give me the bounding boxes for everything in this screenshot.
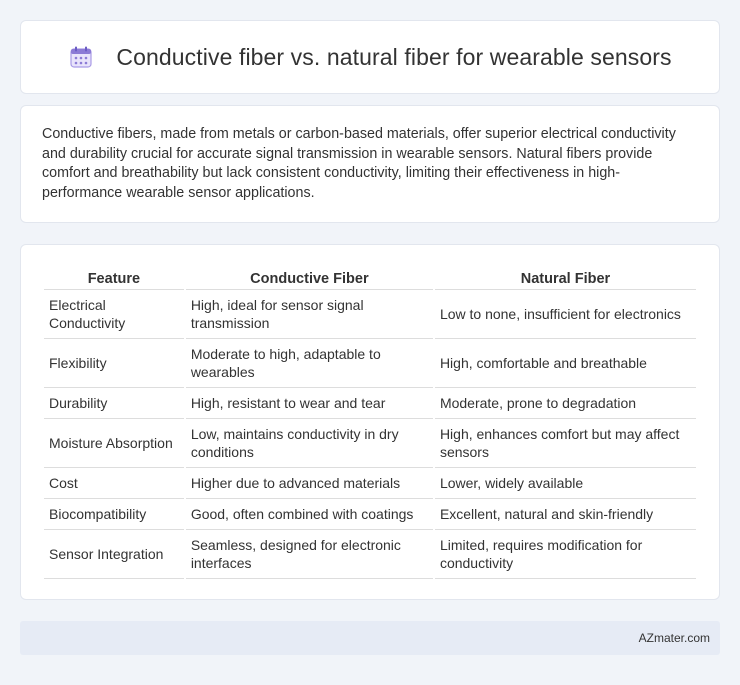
row-conductive: Higher due to advanced materials — [185, 468, 433, 499]
row-natural: Excellent, natural and skin-friendly — [434, 499, 696, 530]
row-conductive: High, ideal for sensor signal transmissi… — [185, 290, 433, 339]
table-row: Sensor Integration Seamless, designed fo… — [44, 530, 696, 579]
row-feature: Biocompatibility — [44, 499, 184, 530]
header-natural-fiber: Natural Fiber — [434, 265, 696, 290]
header-feature: Feature — [44, 265, 184, 290]
row-natural: Low to none, insufficient for electronic… — [434, 290, 696, 339]
row-conductive: Moderate to high, adaptable to wearables — [185, 339, 433, 388]
row-natural: High, enhances comfort but may affect se… — [434, 419, 696, 468]
header-card: Conductive fiber vs. natural fiber for w… — [20, 20, 720, 94]
row-natural: Lower, widely available — [434, 468, 696, 499]
row-natural: Limited, requires modification for condu… — [434, 530, 696, 579]
row-conductive: High, resistant to wear and tear — [185, 388, 433, 419]
footer-bar: AZmater.com — [20, 621, 720, 655]
summary-card: Conductive fibers, made from metals or c… — [20, 105, 720, 223]
footer-credit: AZmater.com — [638, 631, 710, 645]
row-feature: Flexibility — [44, 339, 184, 388]
row-conductive: Seamless, designed for electronic interf… — [185, 530, 433, 579]
calendar-icon — [70, 46, 92, 68]
table-row: Durability High, resistant to wear and t… — [44, 388, 696, 419]
row-feature: Electrical Conductivity — [44, 290, 184, 339]
table-header-row: Feature Conductive Fiber Natural Fiber — [44, 265, 696, 290]
row-feature: Cost — [44, 468, 184, 499]
row-natural: Moderate, prone to degradation — [434, 388, 696, 419]
table-row: Cost Higher due to advanced materials Lo… — [44, 468, 696, 499]
table-row: Moisture Absorption Low, maintains condu… — [44, 419, 696, 468]
row-natural: High, comfortable and breathable — [434, 339, 696, 388]
comparison-table: Feature Conductive Fiber Natural Fiber E… — [42, 265, 698, 579]
table-row: Electrical Conductivity High, ideal for … — [44, 290, 696, 339]
row-feature: Sensor Integration — [44, 530, 184, 579]
header-conductive-fiber: Conductive Fiber — [185, 265, 433, 290]
row-feature: Moisture Absorption — [44, 419, 184, 468]
table-row: Biocompatibility Good, often combined wi… — [44, 499, 696, 530]
summary-text: Conductive fibers, made from metals or c… — [42, 126, 676, 201]
table-row: Flexibility Moderate to high, adaptable … — [44, 339, 696, 388]
page-title: Conductive fiber vs. natural fiber for w… — [116, 43, 672, 70]
comparison-table-card: Feature Conductive Fiber Natural Fiber E… — [20, 244, 720, 600]
row-conductive: Low, maintains conductivity in dry condi… — [185, 419, 433, 468]
row-conductive: Good, often combined with coatings — [185, 499, 433, 530]
row-feature: Durability — [44, 388, 184, 419]
